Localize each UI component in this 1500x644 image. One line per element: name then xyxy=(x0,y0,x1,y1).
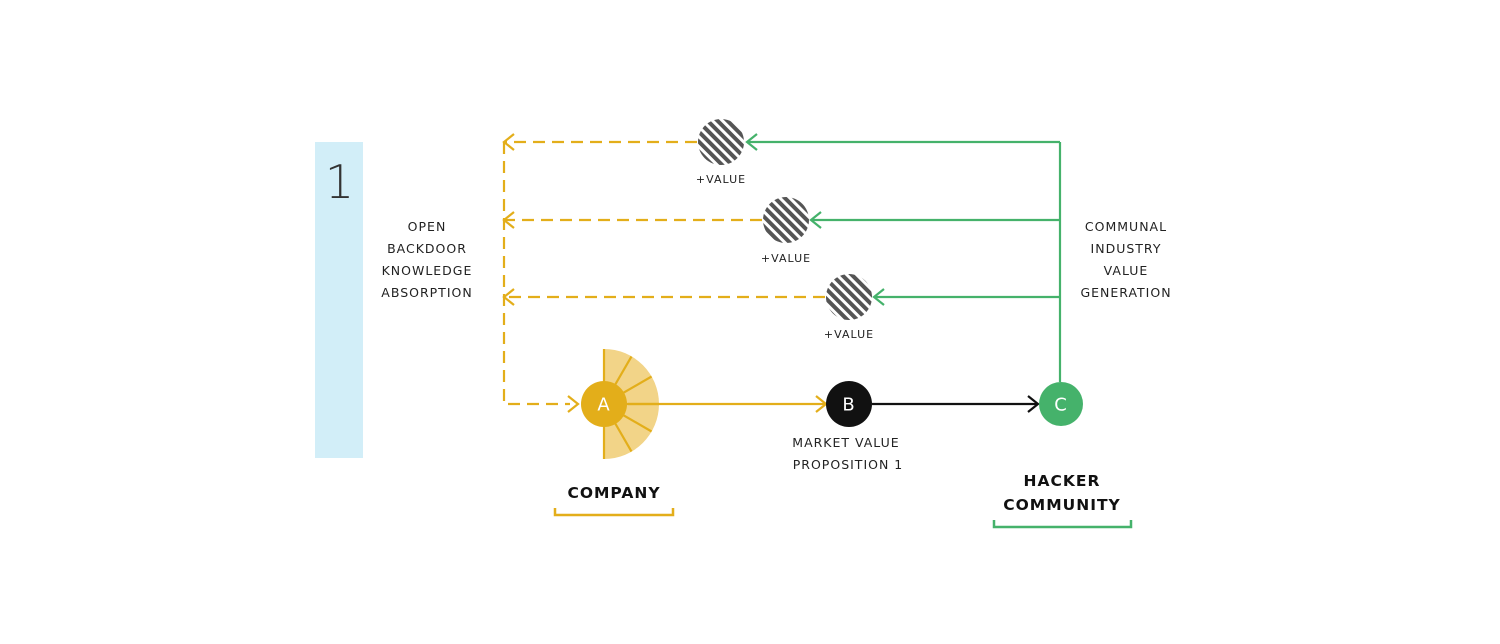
arrowhead-left-1 xyxy=(502,133,515,151)
node-a: A xyxy=(581,381,627,427)
hacker-bracket xyxy=(992,520,1133,529)
dashed-vertical-path xyxy=(502,142,570,406)
node-a-letter: A xyxy=(597,395,610,416)
value-label-2: +VALUE xyxy=(761,252,811,265)
value-label-3: +VALUE xyxy=(824,328,874,341)
value-node-3 xyxy=(826,274,872,320)
green-arrowhead-1 xyxy=(745,133,758,151)
panel-number: 1 xyxy=(325,155,355,209)
market-value-line-1: MARKET VALUE xyxy=(792,435,899,450)
panel-background xyxy=(315,142,363,458)
hacker-title-line-1: HACKER xyxy=(1024,472,1101,490)
b-to-c-arrow xyxy=(872,395,1040,413)
node-b: B xyxy=(826,381,872,427)
company-bracket xyxy=(553,508,675,517)
left-label-line-1: OPEN xyxy=(408,219,447,234)
arrowhead-into-a xyxy=(567,395,580,413)
node-b-letter: B xyxy=(842,395,855,416)
node-c: C xyxy=(1039,382,1083,426)
arrowhead-left-3 xyxy=(502,288,515,306)
right-label-line-1: COMMUNAL xyxy=(1085,219,1167,234)
left-label-line-3: KNOWLEDGE xyxy=(382,263,473,278)
value-label-1: +VALUE xyxy=(696,173,746,186)
company-title: COMPANY xyxy=(567,484,660,502)
arrowhead-left-2 xyxy=(502,211,515,229)
open-backdoor-label: OPEN BACKDOOR KNOWLEDGE ABSORPTION xyxy=(381,219,473,300)
left-label-line-4: ABSORPTION xyxy=(381,285,472,300)
value-node-1 xyxy=(698,119,744,165)
right-label-line-2: INDUSTRY xyxy=(1091,241,1162,256)
left-label-line-2: BACKDOOR xyxy=(387,241,467,256)
green-arrowhead-3 xyxy=(872,288,885,306)
right-label-line-4: GENERATION xyxy=(1080,285,1171,300)
green-arrowhead-2 xyxy=(809,211,822,229)
knowledge-absorption-arrowheads xyxy=(502,133,580,413)
hacker-title-line-2: COMMUNITY xyxy=(1003,496,1121,514)
knowledge-absorption-paths xyxy=(502,140,825,406)
communal-industry-label: COMMUNAL INDUSTRY VALUE GENERATION xyxy=(1080,219,1171,300)
market-value-line-2: PROPOSITION 1 xyxy=(793,457,904,472)
community-value-paths xyxy=(745,133,1062,382)
right-label-line-3: VALUE xyxy=(1104,263,1149,278)
value-node-2 xyxy=(763,197,809,243)
node-c-letter: C xyxy=(1054,395,1068,416)
